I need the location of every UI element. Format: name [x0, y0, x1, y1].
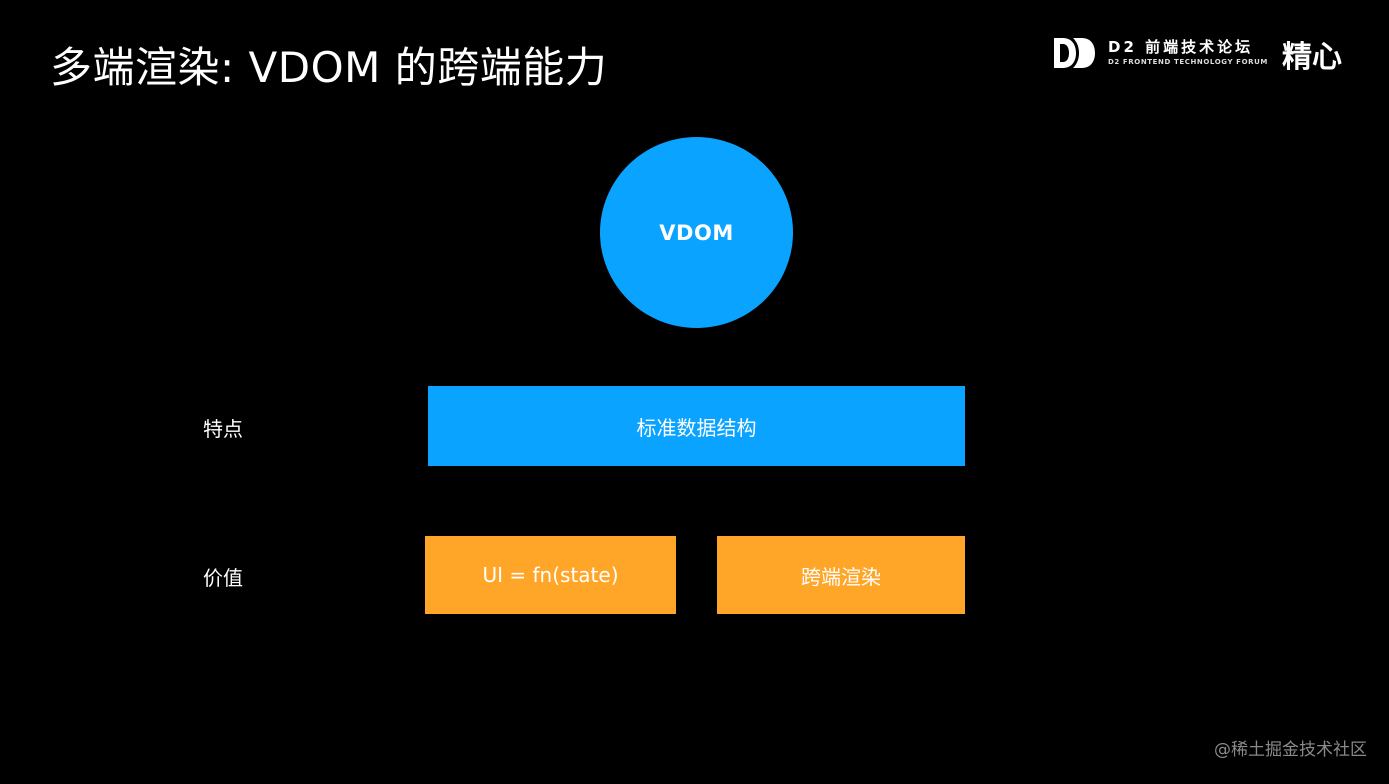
standard-data-structure-label: 标准数据结构	[636, 415, 757, 440]
ui-fn-state-label: UI = fn(state)	[482, 563, 619, 587]
feature-row-label: 特点	[203, 417, 243, 441]
brand-tagline: 精心	[1282, 40, 1342, 75]
brand-header: D2 前端技术论坛 D2 FRONTEND TECHNOLOGY FORUM 精…	[1052, 34, 1362, 75]
standard-data-structure-box: 标准数据结构	[428, 386, 965, 466]
ui-fn-state-box: UI = fn(state)	[425, 536, 676, 614]
d2-logo-icon	[1054, 38, 1095, 68]
vdom-node: VDOM	[600, 137, 793, 328]
slide-title: 多端渲染: VDOM 的跨端能力	[50, 43, 608, 92]
brand-name: D2 前端技术论坛	[1108, 38, 1254, 56]
cross-platform-render-box: 跨端渲染	[717, 536, 965, 614]
brand-subtitle: D2 FRONTEND TECHNOLOGY FORUM	[1108, 58, 1268, 66]
cross-platform-render-label: 跨端渲染	[801, 564, 881, 589]
value-row-label: 价值	[203, 566, 243, 590]
vdom-node-label: VDOM	[659, 220, 734, 245]
watermark: @稀土掘金技术社区	[1214, 740, 1367, 760]
